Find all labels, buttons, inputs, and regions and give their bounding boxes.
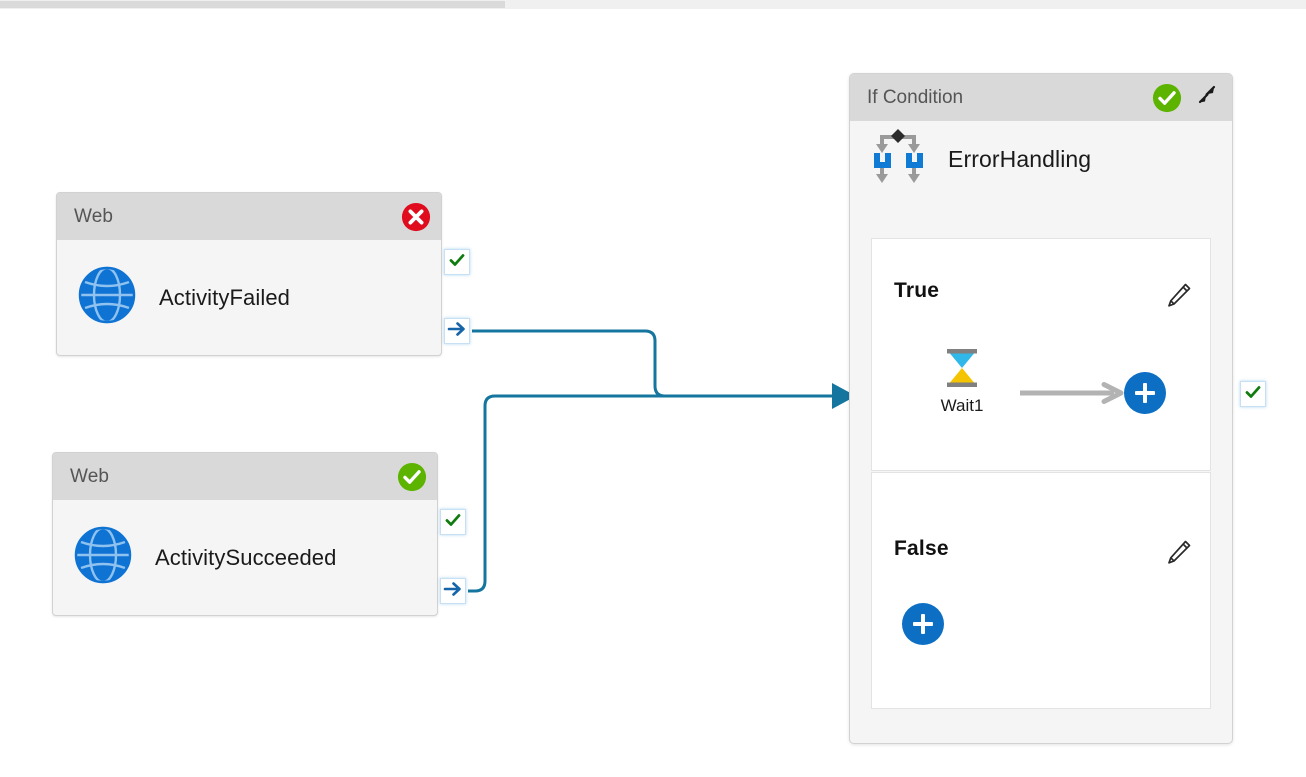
- activity-node-activitysucceeded[interactable]: Web: [52, 452, 438, 616]
- arrow-right-icon: [443, 580, 463, 603]
- error-circle-icon: [401, 202, 431, 232]
- activity-body: ActivityFailed: [57, 240, 441, 355]
- activity-name-label: ActivitySucceeded: [155, 544, 337, 570]
- activity-header: Web: [53, 453, 437, 500]
- container-type-label: If Condition: [867, 86, 964, 108]
- wire-activitysucceeded-path: [468, 394, 832, 593]
- activity-name-label: ActivityFailed: [159, 284, 290, 310]
- pencil-icon[interactable]: [1164, 537, 1194, 567]
- activity-node-activityfailed[interactable]: Web: [56, 192, 442, 356]
- container-header: If Condition: [850, 74, 1232, 121]
- output-badge-checkmark-activityfailed[interactable]: [444, 249, 470, 275]
- horizontal-scrollbar-track[interactable]: [0, 0, 1306, 9]
- arrow-right-icon: [447, 320, 467, 343]
- output-badge-arrow-activitysucceeded[interactable]: [440, 578, 466, 604]
- branch-label-true: True: [894, 279, 940, 302]
- branch-label-false: False: [894, 537, 949, 560]
- activity-type-label: Web: [74, 205, 114, 227]
- output-badge-arrow-activityfailed[interactable]: [444, 318, 470, 344]
- collapse-arrows-icon[interactable]: [1192, 80, 1222, 115]
- success-circle-icon: [397, 462, 427, 492]
- horizontal-scrollbar-thumb[interactable]: [0, 1, 505, 8]
- container-subheader: ErrorHandling: [850, 121, 1232, 198]
- success-circle-icon: [1152, 83, 1182, 113]
- checkmark-icon: [444, 511, 462, 534]
- activity-type-label: Web: [70, 465, 110, 487]
- checkmark-icon: [448, 251, 466, 274]
- output-badge-checkmark-ifcondition[interactable]: [1240, 381, 1266, 407]
- globe-icon: [77, 265, 137, 330]
- activity-body: ActivitySucceeded: [53, 500, 437, 615]
- wire-activityfailed-path: [472, 329, 832, 398]
- if-condition-icon: [868, 128, 928, 191]
- add-activity-button-true[interactable]: [1124, 372, 1166, 414]
- activity-header: Web: [57, 193, 441, 240]
- branch-panel-true[interactable]: True: [871, 238, 1211, 471]
- pipeline-canvas[interactable]: Web: [0, 9, 1306, 777]
- flow-arrow-icon: [1020, 382, 1124, 404]
- branch-panel-false[interactable]: False: [871, 472, 1211, 709]
- add-activity-button-false[interactable]: [902, 603, 944, 645]
- branch-activity-name-label: Wait1: [940, 396, 984, 415]
- output-badge-checkmark-activitysucceeded[interactable]: [440, 509, 466, 535]
- branch-activity-wait1[interactable]: Wait1: [920, 347, 1004, 416]
- globe-icon: [73, 525, 133, 590]
- pencil-icon[interactable]: [1164, 280, 1194, 310]
- container-node-ifcondition[interactable]: If Condition: [849, 73, 1233, 744]
- container-name-label: ErrorHandling: [948, 146, 1092, 172]
- hourglass-icon: [942, 349, 982, 393]
- checkmark-icon: [1244, 383, 1262, 406]
